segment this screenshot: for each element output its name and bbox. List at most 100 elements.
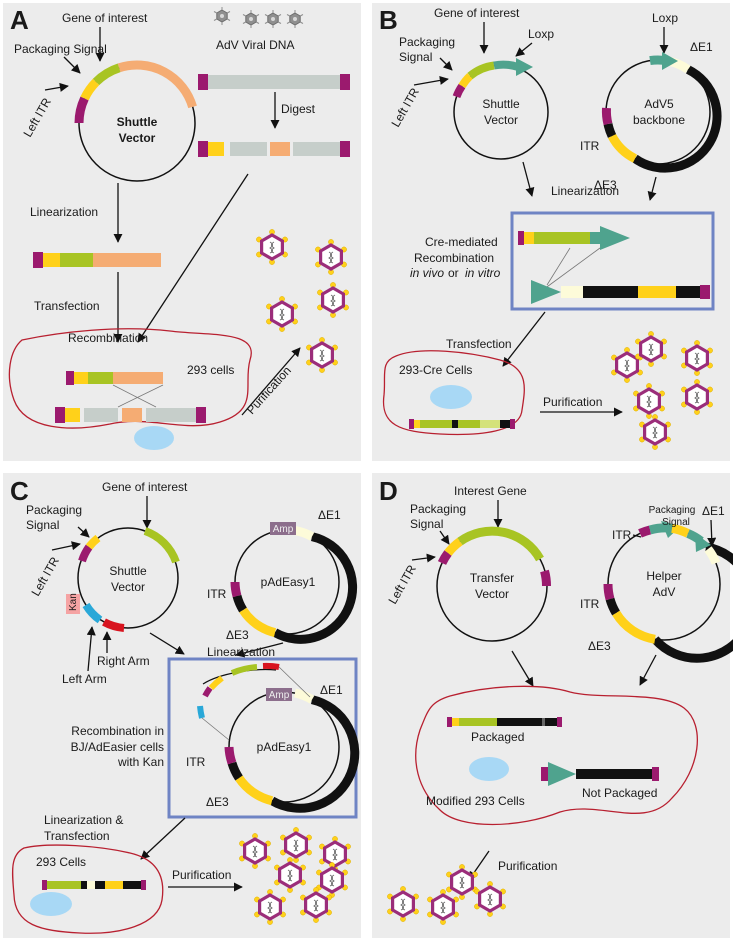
de1-label-2: ΔE1	[320, 683, 343, 697]
lt-label-1: Linearization &	[44, 813, 123, 827]
panel-b-content: B Gene of interest Loxp Packaging Signal…	[379, 5, 722, 452]
shuttle-label-2: Vector	[484, 113, 518, 127]
amp-marker-1	[270, 522, 296, 535]
virion-group-b	[609, 329, 715, 452]
de3-label: ΔE3	[588, 639, 611, 653]
packaging-label-1: Packaging	[399, 35, 455, 49]
digest-label: Digest	[281, 102, 316, 116]
de1-label: ΔE1	[690, 40, 713, 54]
packaging-segment	[80, 78, 100, 101]
linearization-label: Linearization	[551, 184, 619, 198]
amp-marker-2	[266, 688, 292, 701]
cre-label-3a: in vivo	[410, 266, 444, 280]
helper-label-2: AdV	[653, 585, 676, 599]
linear-backbone-b	[531, 280, 710, 304]
recombination-box	[510, 211, 715, 311]
cells-label: 293 Cells	[36, 855, 86, 869]
adv5-label-2: backbone	[633, 113, 685, 127]
shuttle-label-1: Shuttle	[109, 564, 147, 578]
cre-label-1: Cre-mediated	[425, 235, 498, 249]
backbone-black	[632, 65, 722, 173]
amp-label-1: Amp	[273, 524, 294, 535]
virion-group-c	[237, 825, 353, 927]
shuttle-label-1: Shuttle	[482, 97, 520, 111]
left-itr-arrow	[44, 82, 69, 92]
adv-viral-dna-label: AdV Viral DNA	[216, 38, 294, 52]
digested-dna	[198, 141, 350, 157]
recombination-label: Recombination	[68, 331, 148, 345]
packaged-label: Packaged	[471, 730, 524, 744]
virion-group-d	[385, 862, 508, 927]
helper-label-1: Helper	[646, 569, 681, 583]
panel-c	[3, 473, 361, 938]
amp-label-2: Amp	[269, 690, 290, 701]
packaging-arrow	[77, 526, 90, 538]
cells-293-label: 293 cells	[187, 363, 234, 377]
left-itr-label: Left ITR	[385, 562, 419, 606]
linearization-label: Linearization	[207, 645, 275, 659]
purification-label: Purification	[172, 868, 231, 882]
loxp-label-1: Loxp	[528, 27, 554, 41]
itr-label-2: ITR	[186, 755, 206, 769]
itr-label: ITR	[580, 139, 600, 153]
cell-293	[11, 844, 164, 934]
itr-tick	[632, 534, 642, 538]
panel-c-content: C Gene of interest Packaging Signal Left…	[10, 476, 360, 934]
left-itr-label: Left ITR	[28, 554, 62, 598]
panel-d-letter: D	[379, 476, 398, 506]
panel-c-letter: C	[10, 476, 29, 506]
panel-d-content: D Interest Gene Packaging Signal Left IT…	[379, 476, 733, 927]
packaging-label-1: Packaging	[26, 503, 82, 517]
padeasy-label-2: pAdEasy1	[257, 740, 312, 754]
transfer-label-1: Transfer	[470, 571, 514, 585]
gene-of-interest-label: Gene of interest	[62, 11, 148, 25]
purification-arrow	[241, 347, 301, 416]
gene-of-interest-label: Gene of interest	[102, 480, 188, 494]
packaging-label-2: Signal	[399, 50, 432, 64]
crossover-lines	[112, 384, 164, 408]
nucleus	[430, 385, 472, 409]
loxp-arrow-shuttle	[516, 58, 533, 76]
transfer-label-2: Vector	[475, 587, 509, 601]
cells-label: 293-Cre Cells	[399, 363, 472, 377]
purification-label: Purification	[543, 395, 602, 409]
backbone-down-arrow	[647, 176, 657, 201]
padeasy-label-1: pAdEasy1	[261, 575, 316, 589]
padeasy-to-box-arrow	[235, 642, 284, 658]
left-itr-label: Left ITR	[388, 85, 422, 129]
left-itr-arrow	[411, 553, 436, 563]
shuttle-label-2: Vector	[111, 580, 145, 594]
adv-particles	[213, 6, 304, 29]
left-itr-arrow	[413, 75, 449, 86]
loxp-label-2: Loxp	[652, 11, 678, 25]
cell-293-cre	[382, 350, 525, 436]
shuttle-label-2: Vector	[119, 131, 156, 145]
transfection-arrow	[140, 817, 186, 860]
helper-down-arrow	[639, 654, 657, 686]
left-itr-label: Left ITR	[20, 95, 54, 139]
recombination-bottom-dna	[55, 407, 206, 423]
not-packaged-dna	[541, 762, 659, 786]
recomb-label-1: Recombination in	[71, 724, 164, 738]
nucleus	[30, 892, 72, 916]
loxp-arrow-1	[515, 42, 533, 57]
cre-label-3b: or	[448, 266, 459, 280]
packaging-label-2: Signal	[26, 518, 59, 532]
recombinant-dna-b	[409, 419, 515, 429]
kan-marker	[66, 594, 80, 614]
itr-segment	[74, 96, 89, 124]
itr-label-1: ITR	[207, 587, 227, 601]
recomb-label-3: with Kan	[117, 755, 164, 769]
de3-label-1: ΔE3	[226, 628, 249, 642]
cell-293	[8, 328, 252, 429]
viral-dna-arrow	[137, 173, 249, 343]
adv-dna-bar	[198, 75, 350, 89]
itr-label-1: ITR	[612, 528, 632, 542]
panel-a-letter: A	[10, 5, 29, 35]
linear-shuttle	[33, 252, 161, 268]
itr-label-2: ITR	[580, 597, 600, 611]
panel-b-letter: B	[379, 5, 398, 35]
kan-label: Kan	[68, 593, 79, 611]
not-packaged-label: Not Packaged	[582, 786, 657, 800]
